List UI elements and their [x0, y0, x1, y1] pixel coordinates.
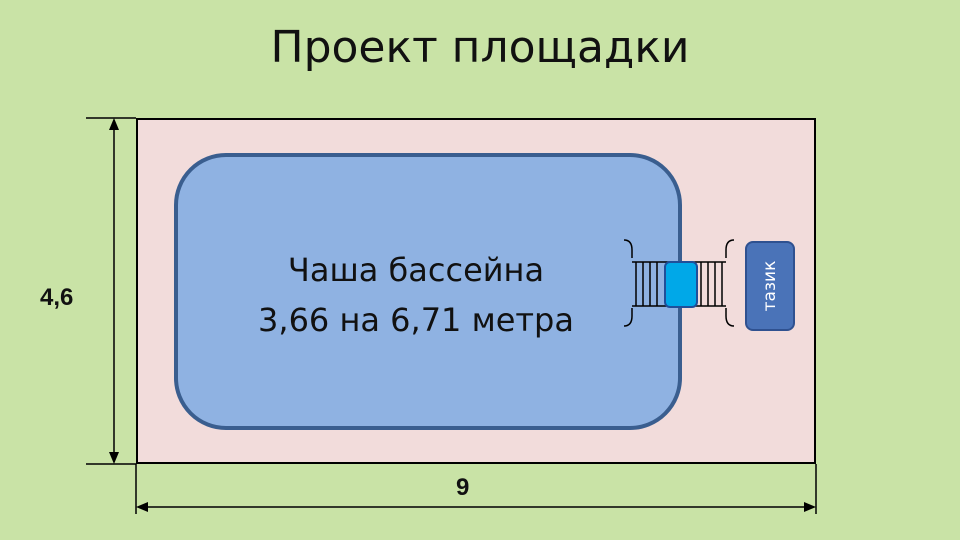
pool-label-line1: Чаша бассейна: [287, 251, 545, 289]
tazik-label: тазик: [760, 260, 780, 312]
pool-label-line2: 3,66 на 6,71 метра: [258, 301, 574, 339]
pool-bowl: [174, 153, 682, 430]
pool-label: Чаша бассейна 3,66 на 6,71 метра: [174, 245, 658, 345]
width-dimension-line: [135, 464, 817, 514]
height-dimension-label: 4,6: [40, 284, 74, 311]
pool-ladder: [623, 239, 735, 327]
tazik-box: тазик: [745, 241, 795, 331]
height-dimension-line: [86, 117, 136, 465]
width-dimension-label: 9: [456, 474, 470, 501]
ladder-step: [664, 261, 698, 308]
page-title: Проект площадки: [270, 22, 690, 73]
